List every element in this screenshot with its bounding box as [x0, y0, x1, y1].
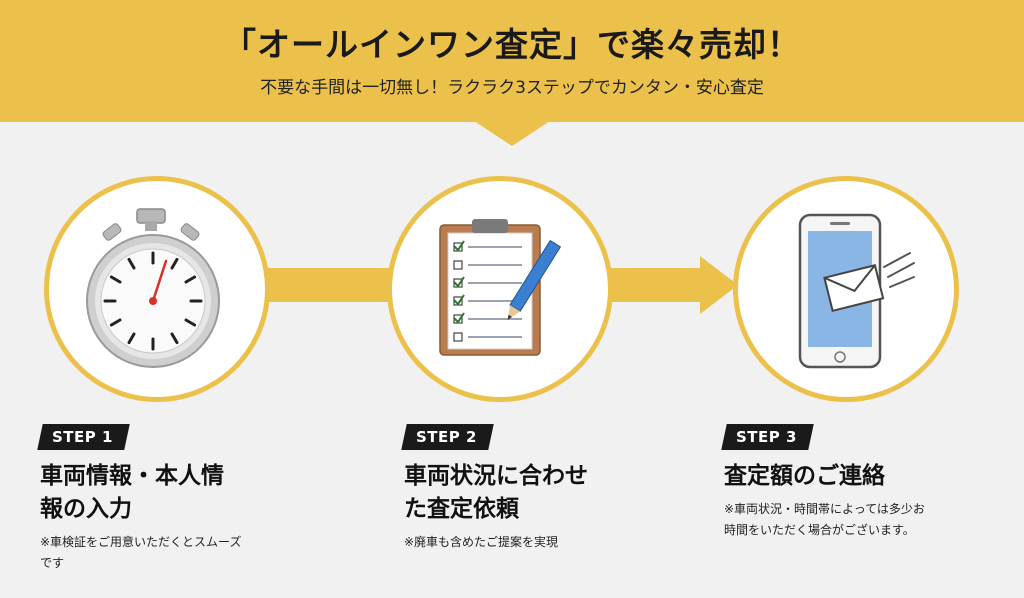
step-note: ※車検証をご用意いただくとスムーズ です — [40, 535, 242, 570]
step-title: 車両情報・本人情 報の入力 — [40, 463, 224, 522]
clipboard-checklist-icon — [439, 219, 562, 356]
step-note: ※車両状況・時間帯によっては多少お 時間をいただく場合がございます。 — [724, 502, 925, 537]
page-subtitle: 不要な手間は一切無し！ラクラク3ステップでカンタン・安心査定 — [260, 78, 764, 98]
step-note: ※廃車も含めたご提案を実現 — [404, 535, 559, 549]
step-title: 査定額のご連絡 — [724, 463, 885, 489]
step-2-circle — [387, 176, 613, 402]
step-badge: STEP 1 — [37, 424, 130, 450]
step-3-circle — [733, 176, 959, 402]
step-title: 車両状況に合わせ た査定依頼 — [404, 463, 588, 522]
smartphone-mail-icon — [798, 213, 915, 369]
step-badge: STEP 2 — [401, 424, 494, 450]
step-badge: STEP 3 — [721, 424, 814, 450]
step-3: STEP 3 査定額のご連絡 ※車両状況・時間帯によっては多少お 時間をいただく… — [721, 424, 1014, 541]
page-title: 「オールインワン査定」で楽々売却！ — [223, 25, 801, 64]
step-1-circle — [44, 176, 270, 402]
header-banner — [0, 0, 1024, 122]
step-2: STEP 2 車両状況に合わせ た査定依頼 ※廃車も含めたご提案を実現 — [401, 424, 694, 553]
stopwatch-icon — [86, 208, 220, 368]
step-1: STEP 1 車両情報・本人情 報の入力 ※車検証をご用意いただくとスムーズ で… — [37, 424, 330, 574]
